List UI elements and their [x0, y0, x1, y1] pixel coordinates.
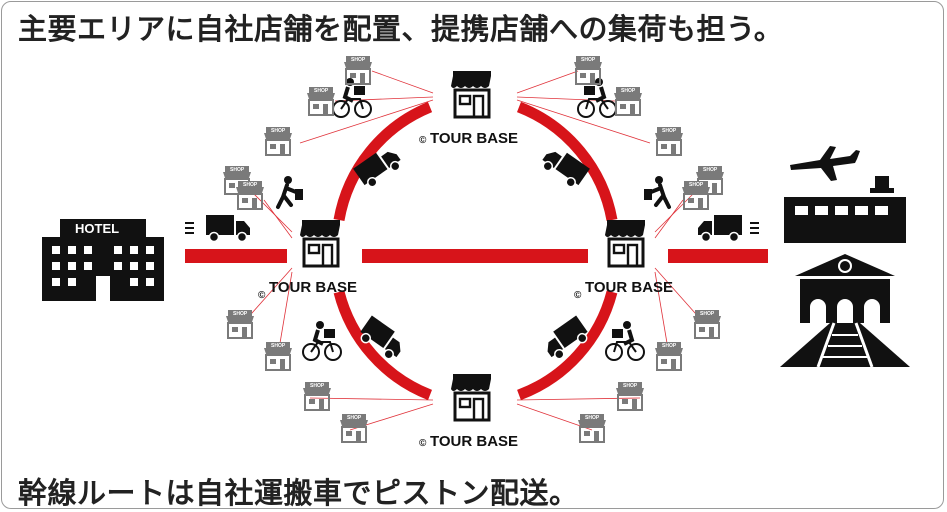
shop-icon: SHOP — [306, 86, 336, 116]
shop-label: SHOP — [233, 311, 248, 317]
bicycle-courier-icon-se — [604, 319, 646, 362]
store-icon-south — [449, 372, 493, 422]
shop-icon: SHOP — [235, 180, 265, 210]
shop-label: SHOP — [703, 167, 718, 173]
train-station-icon — [780, 254, 910, 368]
hotel-icon: HOTEL — [42, 219, 164, 301]
hub-label-south: TOUR BASE — [430, 433, 518, 450]
shop-icon: SHOP — [339, 413, 369, 443]
shop-label: SHOP — [662, 128, 677, 134]
shop-icon: SHOP — [263, 341, 293, 371]
traveler-icon-left — [276, 174, 305, 209]
hub-copyright-west: © — [258, 290, 266, 301]
truck-icon-ring-nw — [352, 142, 406, 192]
shop-label: SHOP — [310, 383, 325, 389]
shop-icon: SHOP — [615, 381, 645, 411]
hub-copyright-north: © — [419, 135, 427, 146]
shop-icon: SHOP — [654, 126, 684, 156]
shop-label: SHOP — [347, 415, 362, 421]
shop-label: SHOP — [585, 415, 600, 421]
truck-icon-ring-sw — [355, 314, 409, 364]
trunk-routes — [185, 249, 768, 263]
shop-icon: SHOP — [577, 413, 607, 443]
partner-shops: SHOP SHOP SHOP SHOP SHOP SHOP SHOP SHOP SHOP SHOP… — [222, 55, 725, 443]
truck-icon-right — [697, 214, 759, 243]
store-icon-north — [449, 69, 493, 119]
shop-label: SHOP — [243, 182, 258, 188]
shop-icon: SHOP — [222, 165, 252, 195]
shop-icon: SHOP — [681, 180, 711, 210]
truck-icon-left — [185, 214, 251, 243]
shop-icon: SHOP — [343, 55, 373, 85]
hub-copyright-south: © — [419, 438, 427, 449]
hub-label-east: TOUR BASE — [585, 279, 673, 296]
shop-icon: SHOP — [692, 309, 722, 339]
bicycle-courier-icon-sw — [301, 319, 343, 362]
shop-label: SHOP — [689, 182, 704, 188]
shop-icon: SHOP — [302, 381, 332, 411]
headline-bottom: 幹線ルートは自社運搬車でピストン配送。 — [18, 476, 579, 510]
shop-icon: SHOP — [695, 165, 725, 195]
airport-icon — [784, 146, 906, 243]
shop-label: SHOP — [662, 343, 677, 349]
hub-copyright-east: © — [574, 290, 582, 301]
store-icon-east — [603, 218, 647, 268]
pickup-lines — [243, 70, 704, 431]
shop-label: SHOP — [314, 88, 329, 94]
shop-label: SHOP — [271, 343, 286, 349]
hub-label-north: TOUR BASE — [430, 130, 518, 147]
hotel-label: HOTEL — [75, 221, 119, 236]
shop-label: SHOP — [351, 57, 366, 63]
ring-route — [333, 101, 618, 401]
shop-label: SHOP — [621, 88, 636, 94]
shop-icon: SHOP — [263, 126, 293, 156]
shop-icon: SHOP — [654, 341, 684, 371]
headline-top: 主要エリアに自社店舗を配置、提携店舗への集荷も担う。 — [18, 12, 784, 46]
shop-icon: SHOP — [613, 86, 643, 116]
shop-icon: SHOP — [573, 55, 603, 85]
shop-label: SHOP — [581, 57, 596, 63]
store-icon-west — [298, 218, 342, 268]
shop-label: SHOP — [230, 167, 245, 173]
shop-label: SHOP — [623, 383, 638, 389]
shop-label: SHOP — [271, 128, 286, 134]
shop-label: SHOP — [700, 311, 715, 317]
hub-label-west: TOUR BASE — [269, 279, 357, 296]
shop-icon: SHOP — [225, 309, 255, 339]
traveler-icon-right — [642, 174, 671, 209]
